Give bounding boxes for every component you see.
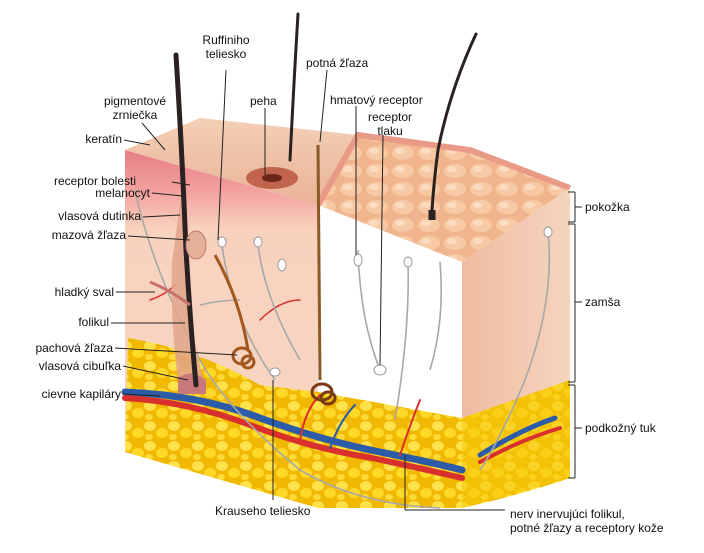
label-receptor-tlaku-line1: receptor (367, 110, 413, 124)
label-cievne-kapilary: cievne kapiláry (41, 387, 121, 401)
label-nerv-line2: potné žľazy a receptory kože (510, 521, 664, 535)
label-mazova-zlaza: mazová žľaza (51, 228, 126, 242)
label-peha: peha (250, 94, 277, 108)
dermis-side-face (462, 188, 570, 440)
label-vlasova-dutinka: vlasová dutinka (58, 209, 141, 223)
hair-bulb (178, 373, 206, 394)
label-pigment-line1: pigmentové (103, 94, 167, 108)
label-potna-zlaza: potná žľaza (306, 56, 369, 70)
label-folikul: folikul (78, 315, 109, 329)
label-podkozny-tuk: podkožný tuk (585, 421, 656, 435)
label-nerv-inervujuci: nerv inervujúci folikul, potné žľazy a r… (510, 507, 664, 535)
label-pigment-line2: zrniečka (112, 108, 158, 122)
apocrine-gland (213, 254, 256, 370)
label-ruffini-line2: teliesko (205, 47, 247, 61)
label-ruffiniho-teliesko: Ruffiniho teliesko (186, 33, 266, 61)
leader-lines (111, 69, 582, 511)
sweat-gland-coil (310, 382, 337, 406)
label-pigmentove-zrnieka: pigmentové zrniečka (90, 94, 180, 122)
label-nerv-line1: nerv inervujúci folikul, (510, 507, 625, 521)
label-hladky-sval: hladký sval (54, 285, 114, 299)
label-keratin: keratín (85, 132, 122, 146)
label-pokozka: pokožka (585, 200, 630, 214)
nerve-endings (217, 226, 553, 377)
hair-shaft-top (288, 12, 300, 162)
smooth-muscle (149, 280, 191, 307)
label-melanocyt: melanocyt (95, 186, 150, 200)
label-ruffini-line1: Ruffiniho (202, 33, 250, 47)
label-krauseho-teliesko: Krauseho teliesko (215, 504, 311, 518)
label-receptor-tlaku: receptor tlaku (360, 110, 420, 138)
label-receptor-bolesti: receptor bolesti (53, 174, 136, 188)
nerve-fibers (134, 189, 551, 509)
sebaceous-gland (185, 230, 207, 260)
subcutaneous-fat (125, 338, 570, 508)
label-vlasova-cibulka: vlasová cibuľka (38, 359, 121, 373)
sweat-gland-duct (316, 144, 322, 381)
label-hmatovy-receptor: hmatový receptor (330, 93, 423, 107)
label-pachova-zlaza: pachová žľaza (35, 341, 113, 355)
label-receptor-tlaku-line2: tlaku (377, 124, 403, 138)
label-zamsa: zamša (585, 295, 621, 309)
hair-shaft-left (173, 52, 199, 388)
hair-shaft-right (430, 32, 478, 212)
